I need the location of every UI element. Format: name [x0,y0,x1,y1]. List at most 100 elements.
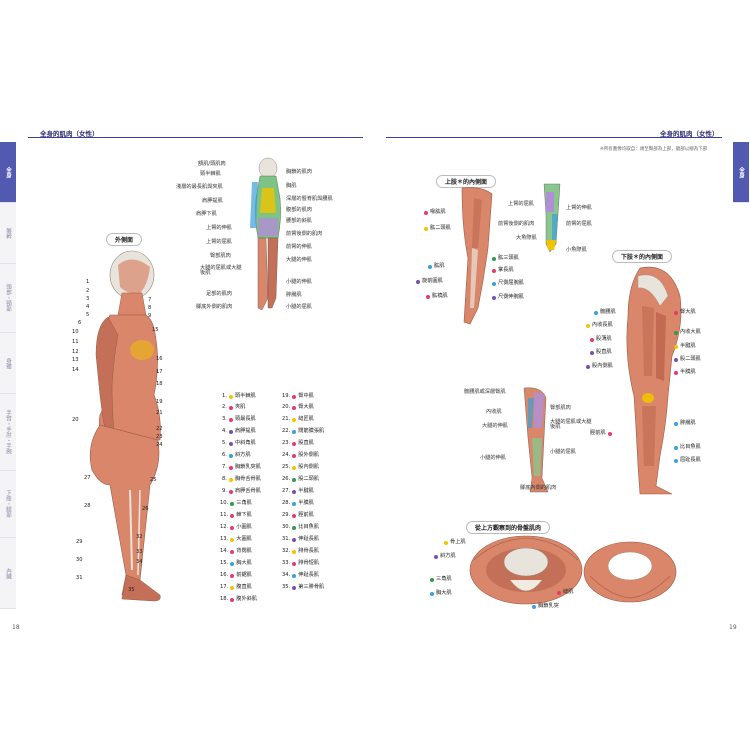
back-label-left: 額肌/頭肌肉 [198,161,226,167]
back-label-right: 前臂的伸肌 [286,244,312,250]
outer-number: 23 [156,434,163,440]
outer-number: 22 [156,426,163,432]
lower-limb-right-label: 內收大肌 [672,329,701,335]
legend-item: 12.小圓肌 [220,524,252,530]
legend-item: 32.腓骨長肌 [282,548,320,554]
outer-number: 20 [72,417,79,423]
upper-limb-right-label: 尺側屈腕肌 [490,280,524,286]
header-note: ※所有圖像均取自：頭至臀部為上部，腿部以腳為下部 [600,147,708,152]
upper-limb-small-figure [543,183,561,253]
pelvic-label: 斜方肌 [432,553,456,559]
lower-limb-left-label: 髂腰肌 [592,309,616,315]
legend-item: 28.半膜肌 [282,500,314,506]
back-label-right: 胸鎖的肌肉 [286,169,312,175]
lower-limb-right-label: 半腱肌 [672,343,696,349]
outer-number: 31 [76,575,83,581]
legend-item: 27.半腱肌 [282,488,314,494]
legend-item: 18.腹外斜肌 [220,596,258,602]
legend-item: 15.胸大肌 [220,560,252,566]
upper-limb-left-label: 肱二頭肌 [422,225,451,231]
legend-item: 17.腹直肌 [220,584,252,590]
pelvic-label: 胸鎖乳突 [530,603,559,609]
outer-number: 21 [156,410,163,416]
legend-item: 14.背闊肌 [220,548,252,554]
outer-number: 12 [72,349,79,355]
back-label-left: 大腿的屈肌或大腿後肌 [200,265,242,277]
lower-limb-right-label: 腓腸肌 [672,420,696,426]
lower-limb-title: 下肢＊的內側面 [612,250,673,263]
tab-arm[interactable]: 手臂・手肘・手腕 [0,394,16,471]
lower-small-label: 內收肌 [486,409,502,415]
legend-item: 31.伸趾長肌 [282,536,320,542]
back-label-left: 臀部肌肉 [210,253,231,259]
pelvic-label: 胸大肌 [428,590,452,596]
lower-limb-right-label: 屈趾長肌 [672,457,701,463]
outer-view-title: 外側面 [106,233,143,246]
tab-lower-limb[interactable]: 下肢・腿部 [0,471,16,538]
lower-limb-right-label: 半膜肌 [672,369,696,375]
upper-small-label: 上臂的伸肌 [566,205,592,211]
back-view-figure [250,157,281,311]
upper-small-label: 小魚際肌 [566,247,587,253]
legend-item: 1.頭半棘肌 [222,393,256,399]
legend-item: 3.頸最長肌 [222,416,256,422]
lower-limb-bottom-label: 脛前肌 [590,430,614,436]
upper-limb-right-label: 尺側伸腕肌 [490,294,524,300]
tab-body[interactable]: 身體 [0,333,16,394]
legend-item: 16.前鋸肌 [220,572,252,578]
back-label-left: 頸半棘肌 [200,171,221,177]
legend-item: 9.肩胛舌骨肌 [222,488,261,494]
back-label-left: 腳底外側的肌肉 [196,304,233,310]
legend-item: 4.肩胛提肌 [222,428,256,434]
legend-item: 11.棘下肌 [220,512,252,518]
tab-trunk[interactable]: 軀幹 [0,203,16,264]
upper-limb-figure [461,187,493,325]
outer-number: 18 [156,381,163,387]
legend-item: 29.脛前肌 [282,512,314,518]
legend-item: 33.腓骨短肌 [282,560,320,566]
back-label-right: 小腿的屈肌 [286,304,312,310]
legend-item: 25.股內側肌 [282,464,320,470]
left-page-number: 18 [12,624,20,631]
outer-number: 27 [84,475,91,481]
tab-whole-body[interactable]: 全身 [0,142,16,203]
back-label-left: 淺層的最長肌與夾肌 [176,184,223,190]
outer-number: 30 [76,557,83,563]
lower-small-label: 大腿的伸肌 [482,423,508,429]
outer-number: 34 [136,559,143,565]
tab-whole-body-right[interactable]: 全身 [733,142,749,203]
back-label-right: 深層的豎脊肌與腰肌 [286,196,333,202]
back-label-right: 腰部的斜肌 [286,218,312,224]
outer-number: 15 [152,327,159,333]
upper-limb-right-label: 肱三頭肌 [490,255,519,261]
lower-limb-right-label: 臀大肌 [672,309,696,315]
upper-small-label: 前臂的屈肌 [566,221,592,227]
back-label-right: 小腿的伸肌 [286,279,312,285]
lower-limb-right-label: 比目魚肌 [672,444,701,450]
outer-number: 7 [148,297,152,303]
upper-limb-left-label: 肱橈肌 [424,293,448,299]
outer-number: 9 [148,313,152,319]
outer-number: 29 [76,539,83,545]
pelvic-label: 骨上肌 [442,539,466,545]
legend-item: 5.中斜角肌 [222,440,256,446]
outer-number: 8 [148,305,152,311]
outer-number: 35 [128,587,135,593]
legend-item: 30.比目魚肌 [282,524,320,530]
upper-limb-left-label: 旋前圓肌 [414,278,443,284]
lower-limb-right-label: 股二頭肌 [672,356,701,362]
lower-limb-left-label: 股內側肌 [584,363,613,369]
lower-small-label: 髂腰肌或深層臀肌 [464,389,506,395]
tab-viscera[interactable]: 內臟 [0,538,16,609]
right-page-number: 19 [729,624,737,631]
back-label-right: 胸肌 [286,183,297,189]
legend-item: 10.三角肌 [220,500,252,506]
outer-number: 6 [78,320,82,326]
upper-limb-left-label: 喙肱肌 [422,209,446,215]
upper-limb-title: 上肢＊的內側面 [436,175,497,188]
upper-limb-right-label: 掌長肌 [490,267,514,273]
legend-item: 35.第三腓骨肌 [282,584,325,590]
legend-item: 13.大圓肌 [220,536,252,542]
right-header-rule [386,137,722,138]
tab-head-neck[interactable]: 頭部・頸部 [0,264,16,333]
